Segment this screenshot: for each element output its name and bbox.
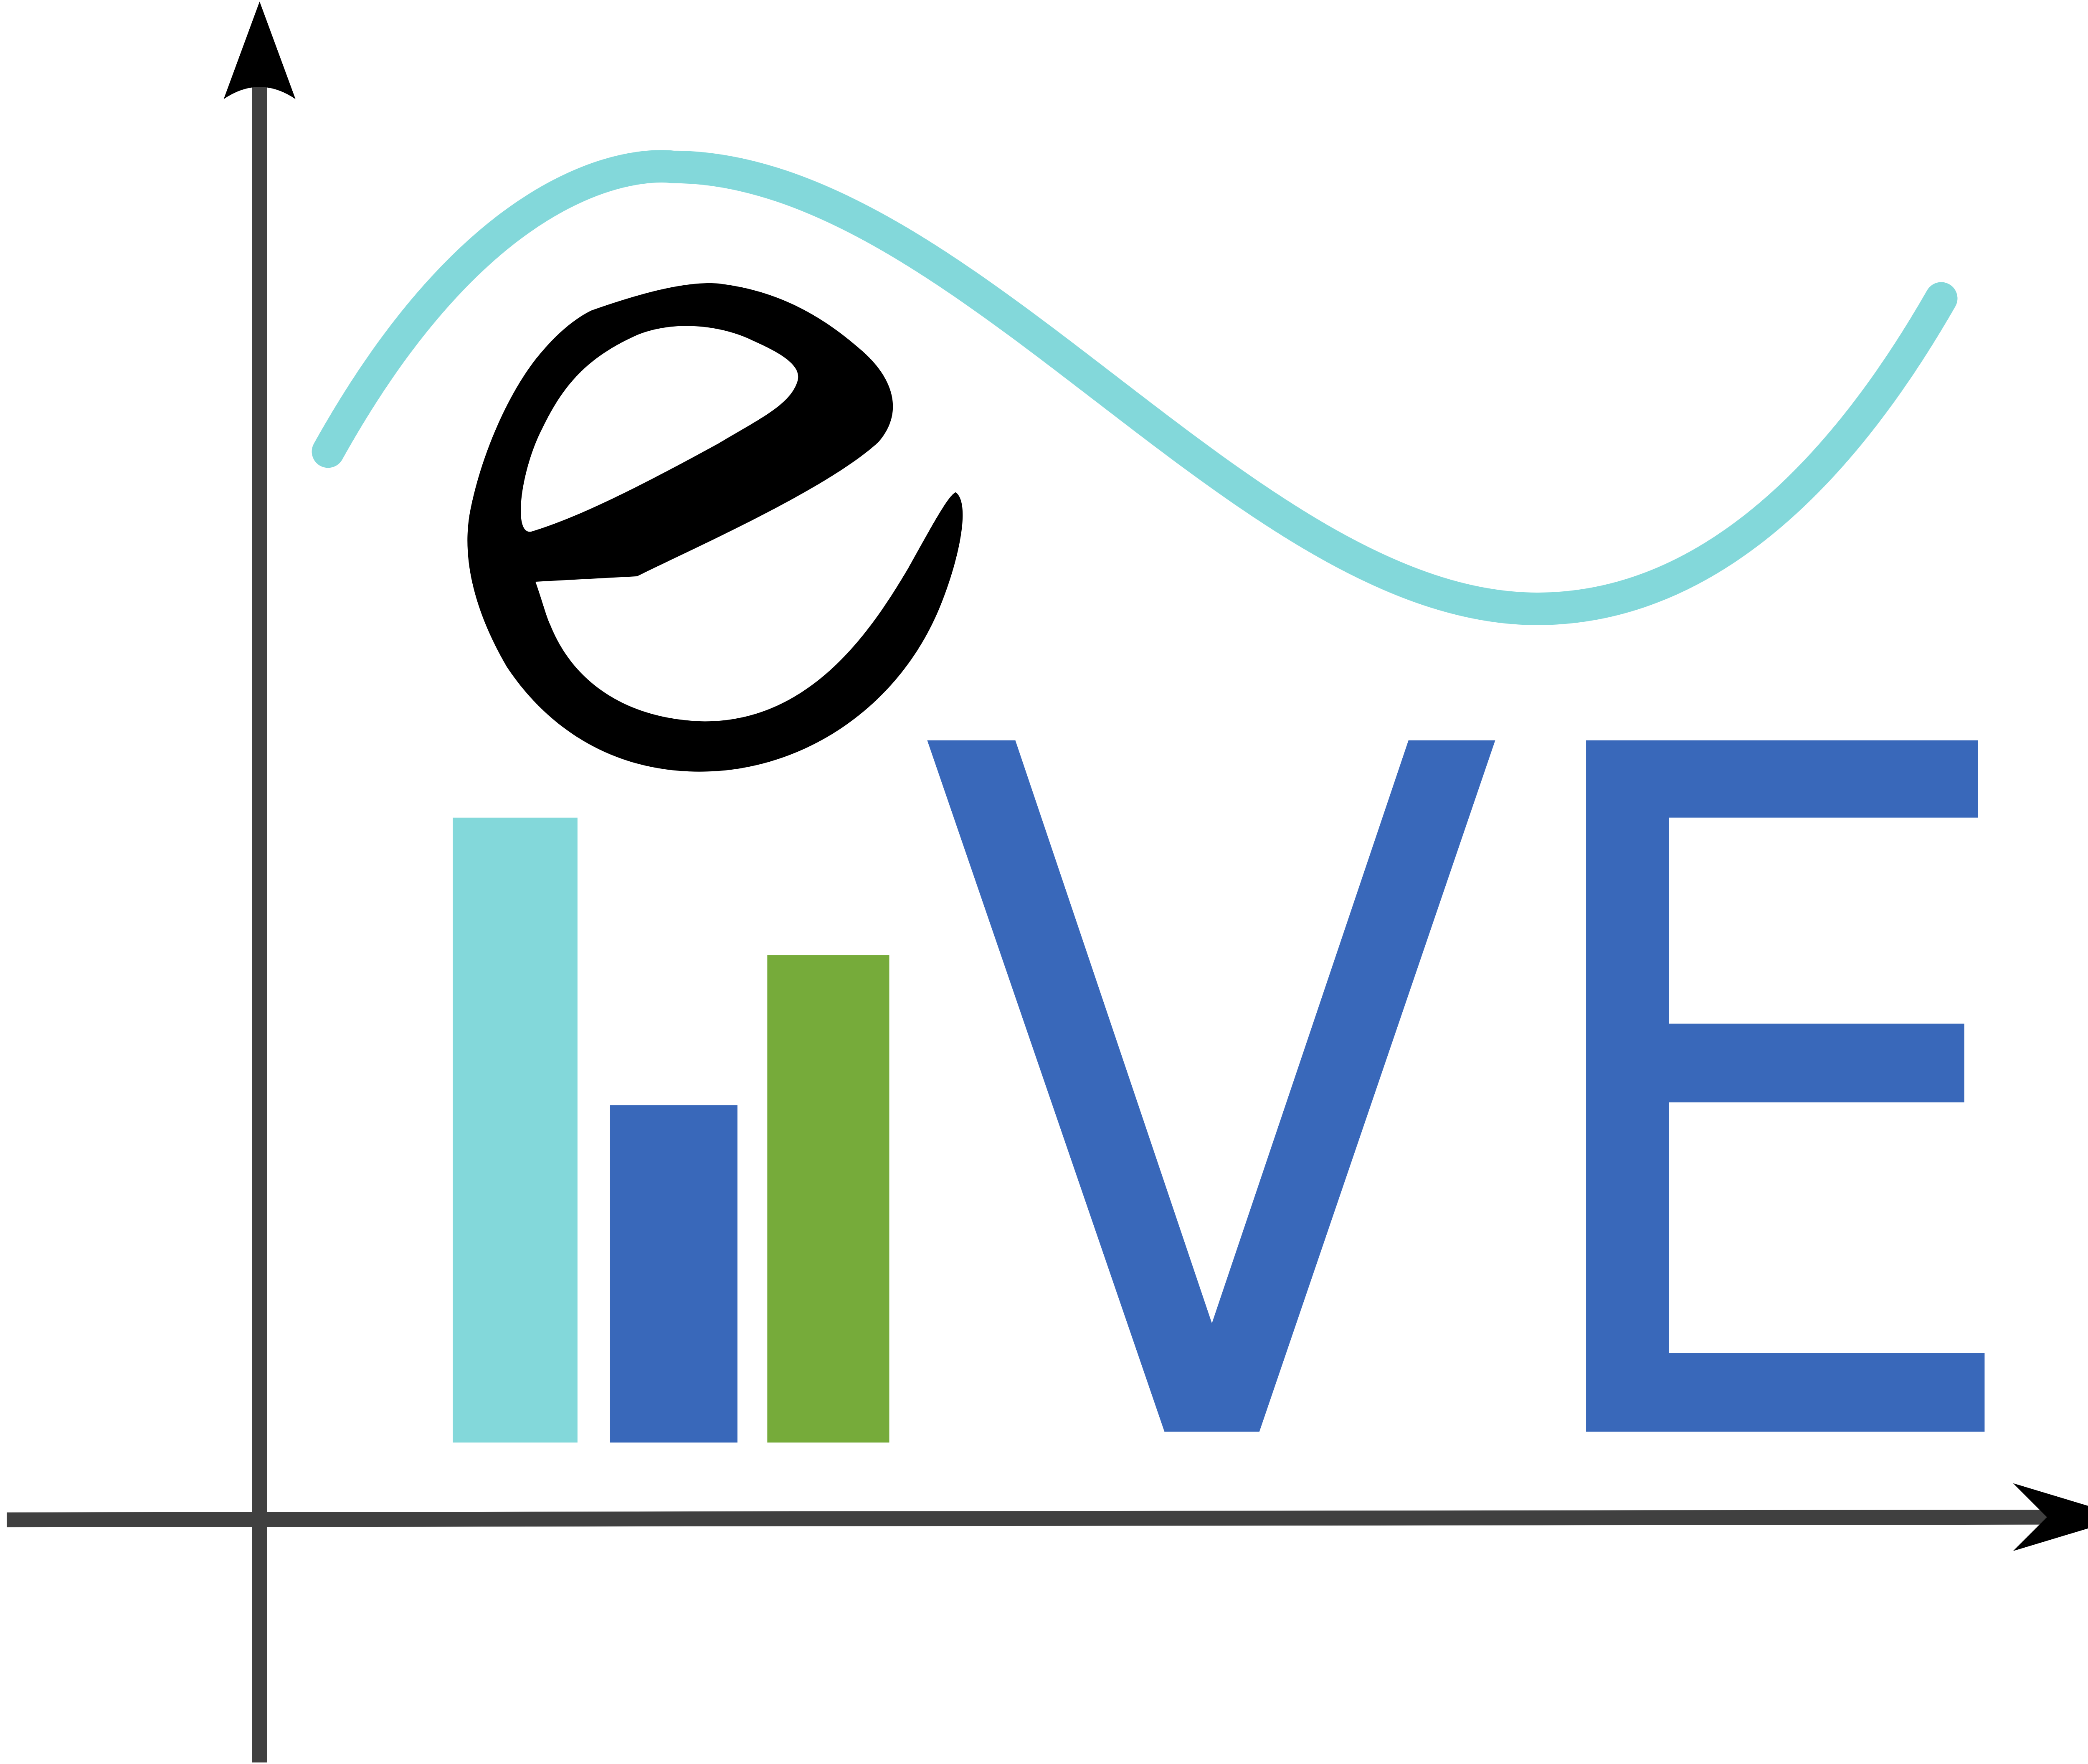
letter-e2-mark	[1586, 740, 1985, 1432]
bar-3	[767, 955, 889, 1443]
bar-2	[610, 1105, 737, 1443]
letter-e-counter	[521, 326, 798, 532]
bar-group	[453, 817, 889, 1443]
bar-1	[453, 817, 578, 1443]
letters-ve	[927, 740, 1985, 1432]
letter-v-mark	[927, 740, 1495, 1432]
letter-e-mark	[467, 283, 963, 772]
x-axis-arrowhead	[2013, 1483, 2088, 1551]
trend-curve	[312, 150, 1958, 625]
x-axis-line	[7, 1509, 2054, 1528]
y-axis-arrowhead	[223, 1, 296, 99]
